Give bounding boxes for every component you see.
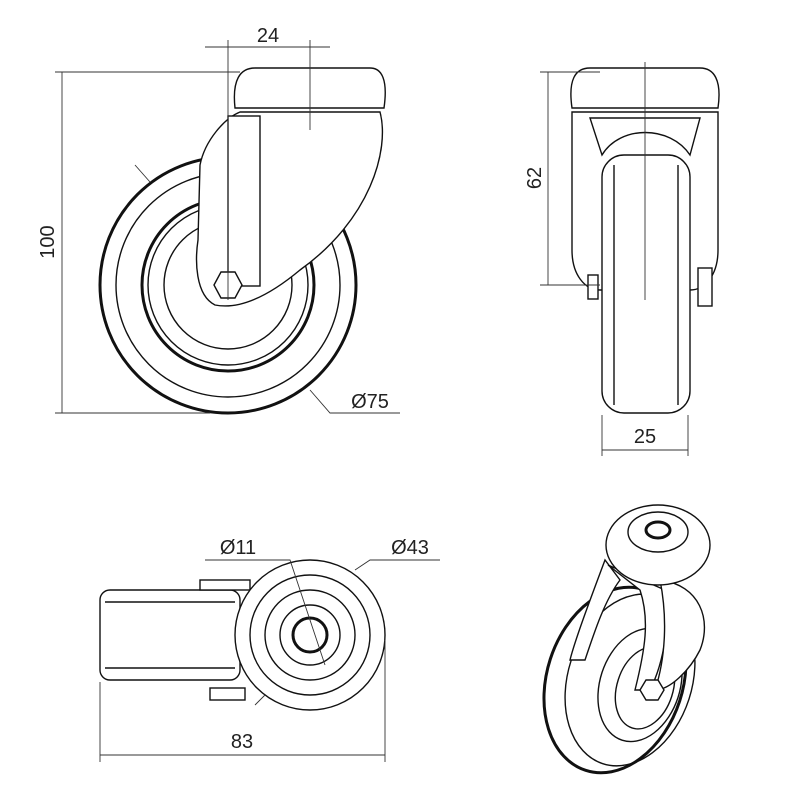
dim-bracket-height-label: 62 [524,167,546,189]
bracket-stem [227,115,261,287]
dim-plate-label: Ø43 [391,537,429,559]
iso-hex-bolt [639,679,665,701]
top-plate [234,559,386,711]
top-view: Ø11 Ø43 83 [99,537,440,762]
bore-hole [291,616,329,654]
axle-nut [697,267,713,307]
dim-height-label: 100 [37,225,59,258]
iso-cap [605,504,711,586]
wheel-front [601,154,691,414]
dim-offset-label: 24 [257,25,279,47]
dim-length-label: 83 [231,731,253,753]
isometric-view [542,504,711,775]
dim-wheel-diameter-label: Ø75 [351,391,389,413]
wheel-top [99,589,241,681]
dim-wheel-width-label: 25 [634,426,656,448]
axle-nut-top [209,687,246,701]
front-view: 62 25 [524,62,720,456]
side-view: 24 100 Ø75 [37,25,400,415]
dim-bore-label: Ø11 [220,537,256,559]
